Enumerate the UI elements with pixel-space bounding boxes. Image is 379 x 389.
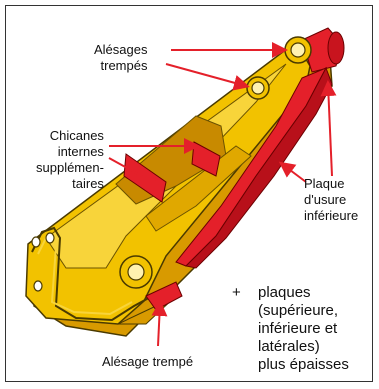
label-line: Plaque [304,176,358,192]
label-line: plus épaisses [258,356,349,374]
figure-frame: Alésages trempés Chicanes internes suppl… [5,5,373,382]
arrow-bores-2 [166,64,246,86]
plates-text: plaques (supérieure, inférieure et latér… [258,284,349,374]
label-line: trempés [94,58,147,74]
label-line: latérales) [258,338,349,356]
label-hardened-bores: Alésages trempés [94,42,147,74]
label-line: taires [36,176,104,192]
label-line: supplémen- [36,160,104,176]
label-hardened-bore-bottom: Alésage trempé [102,354,193,370]
label-line: (supérieure, [258,302,349,320]
plus-sign: + [232,284,241,302]
label-line: internes [36,144,104,160]
bore-bottom [120,256,152,288]
label-line: inférieure et [258,320,349,338]
bore-top-1 [285,37,311,63]
label-line: plaques [258,284,349,302]
arrow-plate-1 [282,164,306,182]
label-line: Chicanes [36,128,104,144]
label-line: inférieure [304,208,358,224]
label-internal-baffles: Chicanes internes supplémen- taires [36,128,104,192]
arrow-plate-2 [328,84,332,176]
bore-top-2 [247,77,269,99]
label-line: d'usure [304,192,358,208]
label-lower-wear-plate: Plaque d'usure inférieure [304,176,358,224]
label-line: Alésages [94,42,147,58]
